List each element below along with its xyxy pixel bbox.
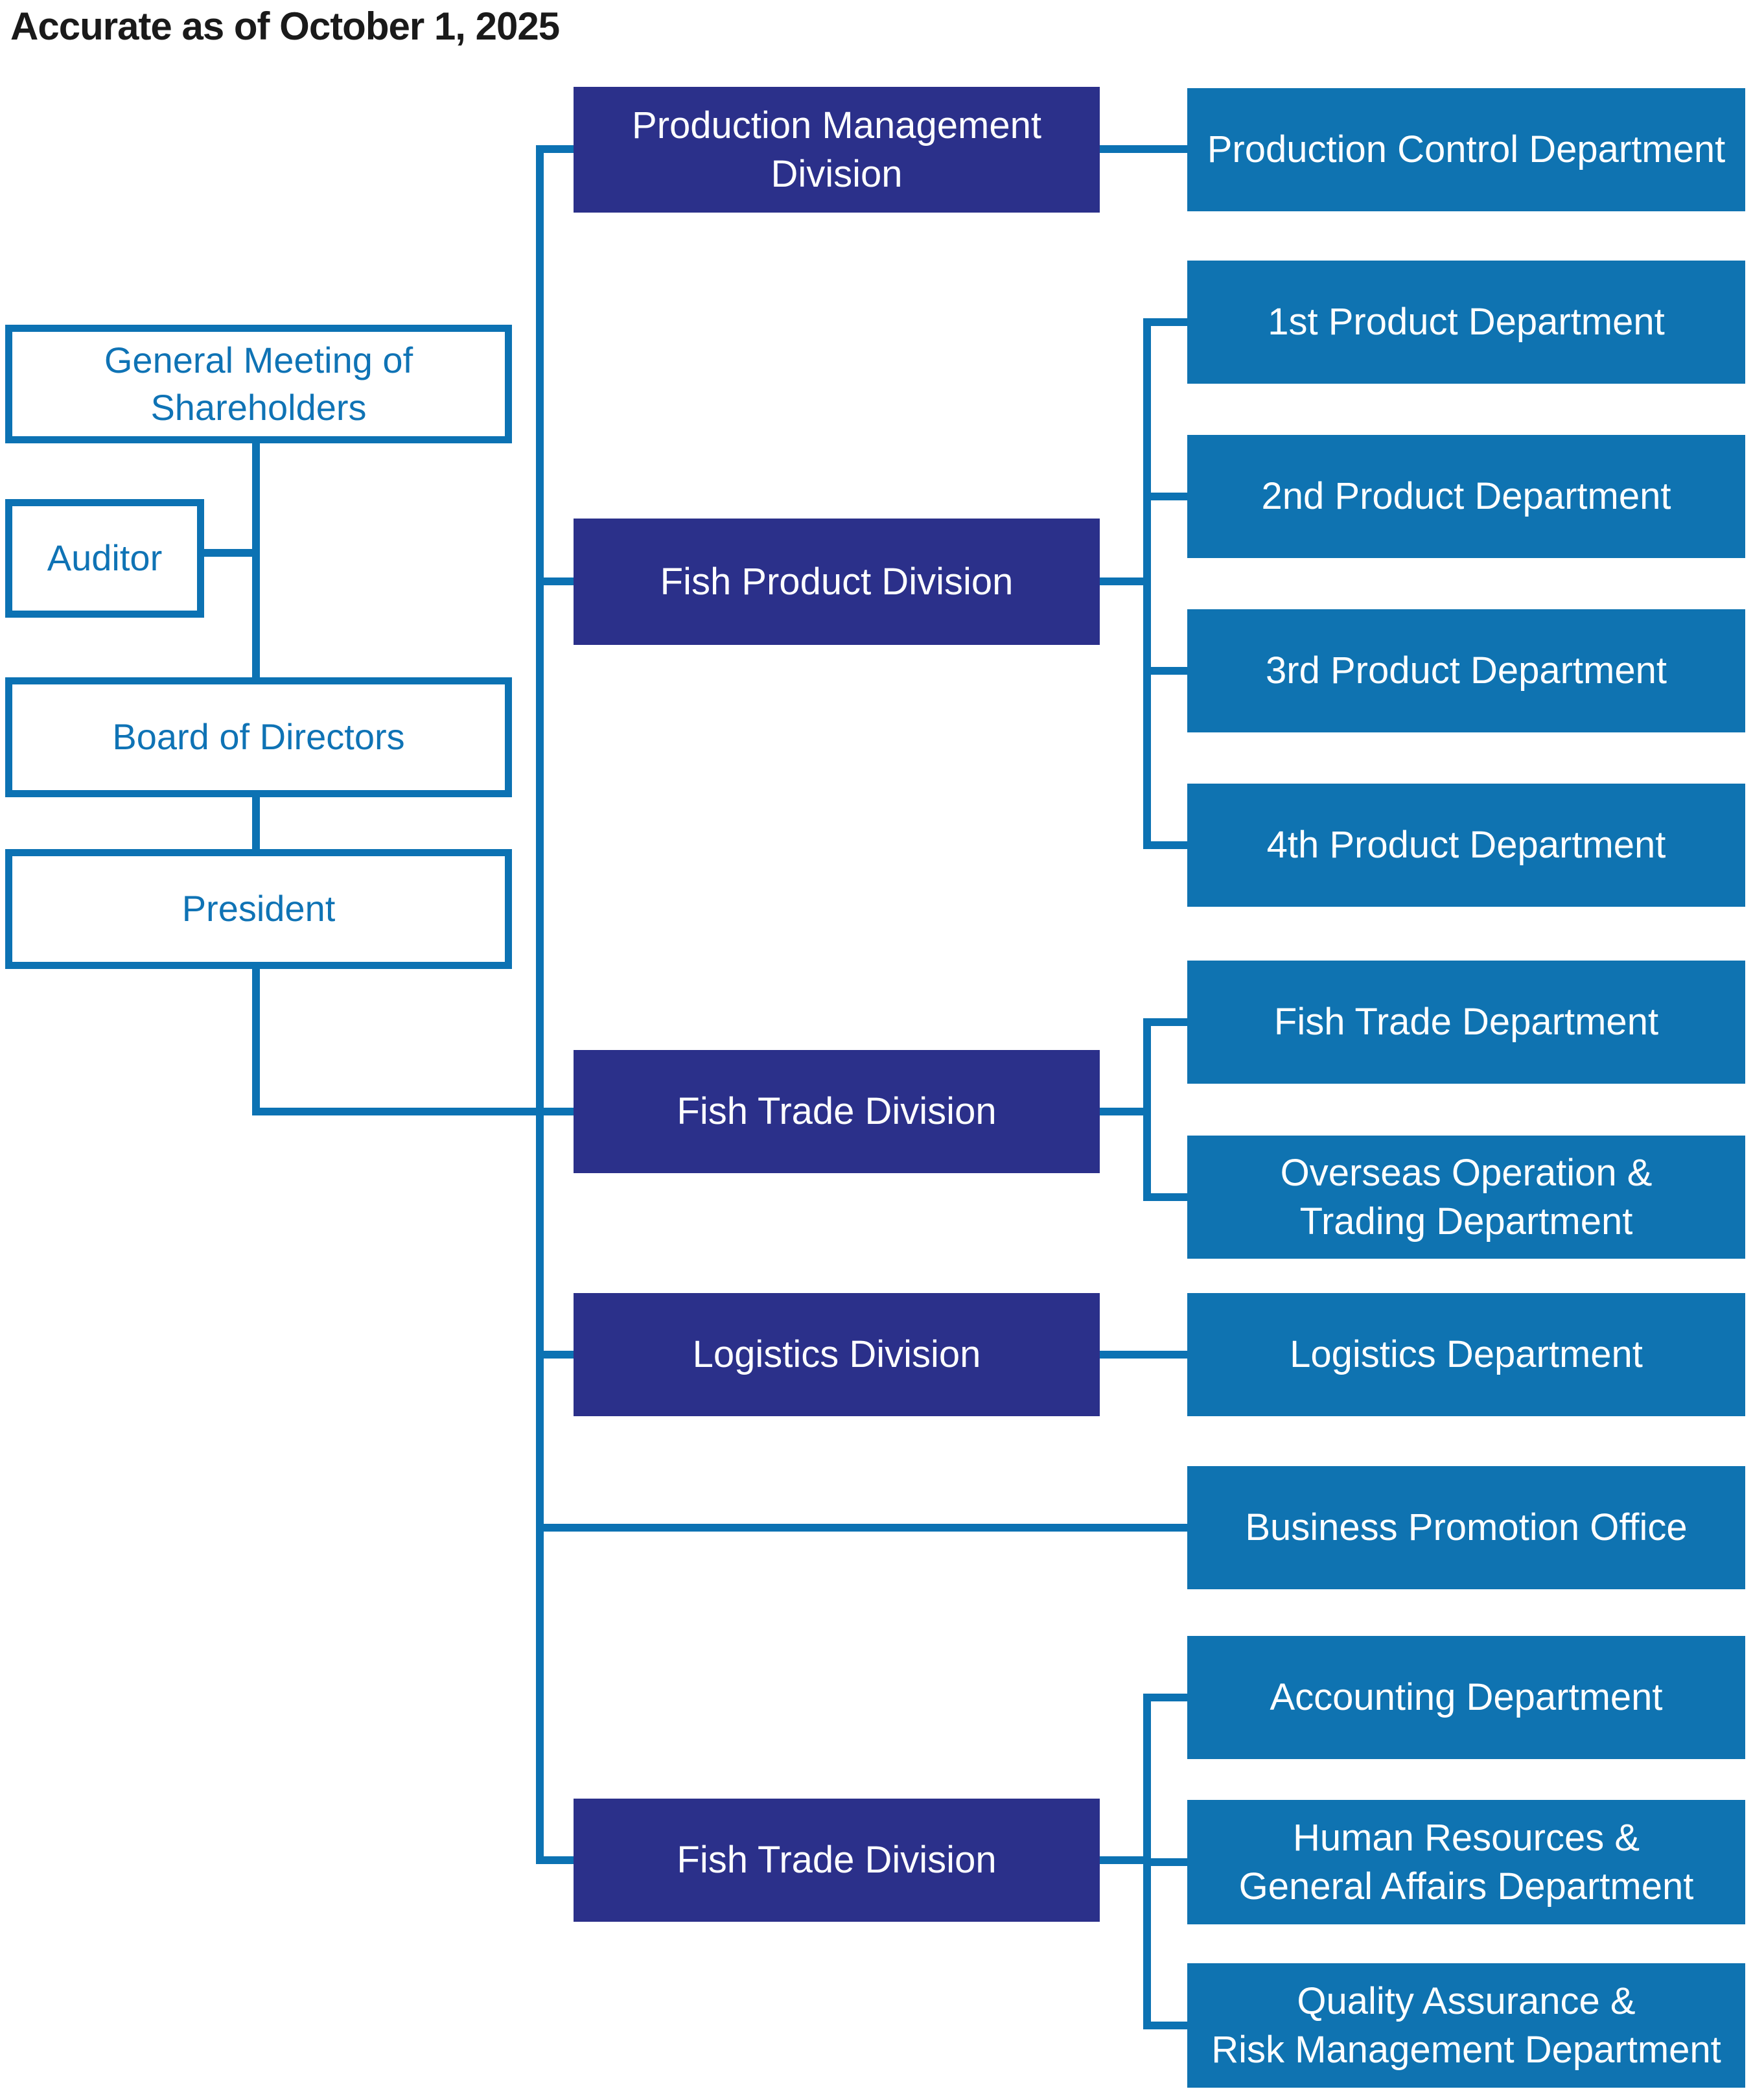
node-label-line: Trading Department [1299,1200,1633,1242]
node-label-line: Business Promotion Office [1245,1506,1688,1549]
org-node-4th-product-department: 4th Product Department [1187,784,1745,907]
node-label-line: Fish Trade Division [677,1839,997,1882]
connector-line [1143,1858,1187,1866]
node-label-line: Fish Product Division [660,560,1014,603]
chart-date-caption: Accurate as of October 1, 2025 [10,5,560,48]
node-label-line: Auditor [47,537,163,579]
org-node-overseas-operation-trading-department: Overseas Operation & Trading Department [1187,1136,1745,1259]
connector-line [536,1524,1187,1532]
node-label-line: Logistics Division [692,1333,981,1376]
node-label-line: 3rd Product Department [1266,649,1667,692]
node-label-line: General Meeting of [104,339,413,380]
connector-line [252,969,260,1115]
connector-line [1143,318,1187,326]
connector-line [1100,1108,1151,1115]
node-label-line: 1st Product Department [1268,301,1665,344]
connector-line [1100,145,1187,153]
org-node-auditor: Auditor [5,499,204,618]
node-label-line: 2nd Product Department [1261,475,1671,518]
org-node-quality-assurance-risk-management-department: Quality Assurance & Risk Management Depa… [1187,1963,1745,2088]
connector-line [1100,578,1151,585]
node-label-line: Board of Directors [112,716,405,758]
node-label-line: Fish Trade Department [1273,1001,1659,1044]
connector-line [1143,1193,1187,1201]
node-label-line: Logistics Department [1290,1333,1643,1376]
node-label-line: Risk Management Department [1211,2029,1721,2071]
node-label-line: Overseas Operation & [1280,1151,1653,1194]
node-label-line: 4th Product Department [1266,824,1666,867]
connector-line [536,1856,574,1864]
connector-line [252,443,260,677]
org-node-3rd-product-department: 3rd Product Department [1187,609,1745,732]
node-label-line: President [181,888,336,929]
org-node-production-management-division: Production Management Division [574,87,1100,213]
connector-line [252,1108,574,1115]
connector-line [1100,1351,1187,1359]
connector-line [1100,1856,1151,1864]
node-label-line: Human Resources & [1292,1816,1640,1859]
org-node-1st-product-department: 1st Product Department [1187,261,1745,384]
org-node-fish-product-division: Fish Product Division [574,519,1100,645]
node-label-line: Accounting Department [1270,1676,1663,1719]
connector-trunk-line [1143,1018,1151,1201]
connector-line [536,1351,574,1359]
connector-line [536,578,574,585]
org-node-president: President [5,849,512,969]
org-node-fish-trade-department: Fish Trade Department [1187,961,1745,1084]
connector-line [1143,2022,1187,2029]
org-node-board-of-directors: Board of Directors [5,677,512,797]
node-label-line: Division [771,153,903,195]
connector-line [1143,667,1187,675]
connector-trunk-line [1143,318,1151,849]
node-label-line: Quality Assurance & [1297,1979,1636,2022]
org-node-accounting-department: Accounting Department [1187,1636,1745,1759]
connector-line [1143,493,1187,500]
connector-line [1143,841,1187,849]
connector-line [1143,1694,1187,1701]
connector-line [1143,1018,1187,1026]
connector-line [204,549,260,557]
org-node-human-resources-general-affairs-department: Human Resources & General Affairs Depart… [1187,1800,1745,1924]
org-node-fish-trade-division-1: Fish Trade Division [574,1050,1100,1173]
org-node-logistics-department: Logistics Department [1187,1293,1745,1416]
node-label-line: Shareholders [150,386,367,428]
node-label-line: Production Control Department [1207,128,1726,171]
connector-line [252,797,260,849]
org-node-general-meeting-of-shareholders: General Meeting of Shareholders [5,325,512,443]
node-label-line: Fish Trade Division [677,1090,997,1133]
org-node-production-control-department: Production Control Department [1187,88,1745,211]
connector-line [536,145,574,153]
node-label-line: Production Management [632,104,1041,146]
node-label-line: General Affairs Department [1238,1865,1694,1908]
connector-trunk-line [536,145,544,1864]
org-node-fish-trade-division-2: Fish Trade Division [574,1799,1100,1922]
org-node-business-promotion-office: Business Promotion Office [1187,1466,1745,1589]
org-node-2nd-product-department: 2nd Product Department [1187,435,1745,558]
org-node-logistics-division: Logistics Division [574,1293,1100,1416]
